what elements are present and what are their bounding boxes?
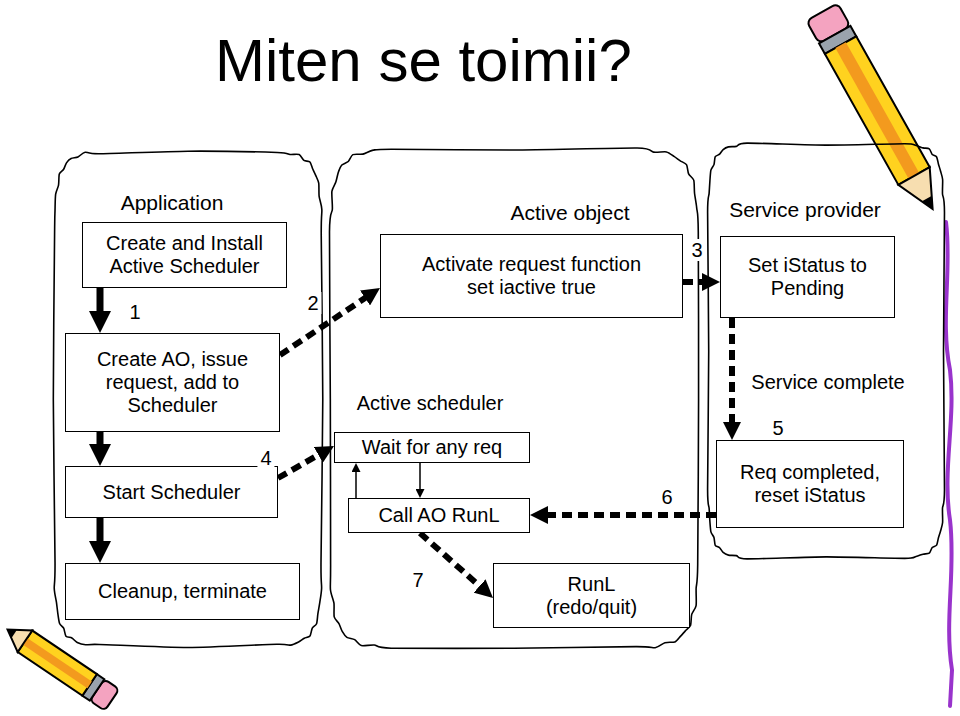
process-box: Create AO, issue request, add to Schedul… bbox=[65, 333, 280, 432]
callout-number: 1 bbox=[126, 301, 143, 323]
box-text: Create and Install Active Scheduler bbox=[89, 232, 280, 278]
pencil-stripe bbox=[835, 42, 919, 179]
pencil-tip bbox=[921, 196, 937, 212]
flow-arrow bbox=[97, 432, 104, 453]
region-outline-path bbox=[708, 143, 945, 559]
box-text: Req completed, reset iStatus bbox=[723, 461, 897, 507]
box-text: Cleanup, terminate bbox=[98, 580, 267, 603]
region-heading: Application bbox=[121, 191, 224, 215]
component-region: Service providerSet iStatus to PendingRe… bbox=[704, 140, 948, 562]
process-box: Wait for any req bbox=[334, 432, 530, 463]
group-heading: Active scheduler bbox=[354, 392, 507, 414]
box-text: Activate request function set iactive tr… bbox=[414, 253, 649, 299]
process-box: RunL (redo/quit) bbox=[493, 563, 690, 628]
box-text: Create AO, issue request, add to Schedul… bbox=[73, 348, 273, 417]
pencil-stripe bbox=[23, 638, 92, 688]
slide-title: Miten se toimii? bbox=[215, 28, 632, 94]
process-box: Call AO RunL bbox=[348, 498, 530, 533]
pencil-tip bbox=[5, 625, 17, 638]
process-box: Activate request function set iactive tr… bbox=[380, 234, 683, 318]
component-region: ApplicationCreate and Install Active Sch… bbox=[50, 148, 326, 650]
process-box: Req completed, reset iStatus bbox=[716, 440, 904, 528]
process-box: Cleanup, terminate bbox=[65, 563, 300, 620]
pencil-body bbox=[825, 36, 930, 184]
callout-number: 4 bbox=[257, 447, 274, 469]
pencil-body bbox=[18, 631, 97, 696]
region-heading: Service provider bbox=[729, 198, 881, 222]
dashed-arrow bbox=[420, 533, 485, 591]
purple-squiggle bbox=[946, 222, 952, 706]
callout-number: 3 bbox=[688, 239, 705, 261]
box-text: Start Scheduler bbox=[103, 481, 241, 504]
pencil-icon bbox=[806, 3, 948, 218]
dashed-arrow bbox=[683, 279, 709, 285]
pencil-wood bbox=[0, 619, 32, 652]
box-text: Wait for any req bbox=[362, 436, 502, 459]
process-box: Set iStatus to Pending bbox=[720, 236, 895, 318]
region-heading: Active object bbox=[510, 201, 629, 225]
box-text: Set iStatus to Pending bbox=[727, 254, 888, 300]
dashed-arrow bbox=[280, 294, 371, 355]
process-box: Create and Install Active Scheduler bbox=[82, 222, 287, 288]
region-outline-path bbox=[329, 148, 698, 648]
flow-arrow bbox=[97, 288, 104, 320]
process-box: Start Scheduler bbox=[65, 466, 278, 518]
box-text: RunL (redo/quit) bbox=[532, 573, 652, 619]
step-note: Service complete bbox=[748, 371, 907, 393]
box-text: Call AO RunL bbox=[378, 504, 499, 527]
flow-arrow bbox=[97, 518, 104, 550]
callout-number: 2 bbox=[304, 292, 321, 314]
dashed-arrow bbox=[278, 451, 325, 478]
dashed-arrow bbox=[541, 512, 716, 518]
region-outline-path bbox=[53, 151, 322, 647]
flow-arrow bbox=[419, 463, 421, 493]
pencil-icon bbox=[0, 619, 119, 711]
callout-number: 7 bbox=[409, 569, 426, 591]
callout-number: 5 bbox=[769, 417, 786, 439]
flow-arrow bbox=[355, 468, 357, 498]
dashed-arrow bbox=[729, 318, 735, 429]
callout-number: 6 bbox=[658, 486, 675, 508]
